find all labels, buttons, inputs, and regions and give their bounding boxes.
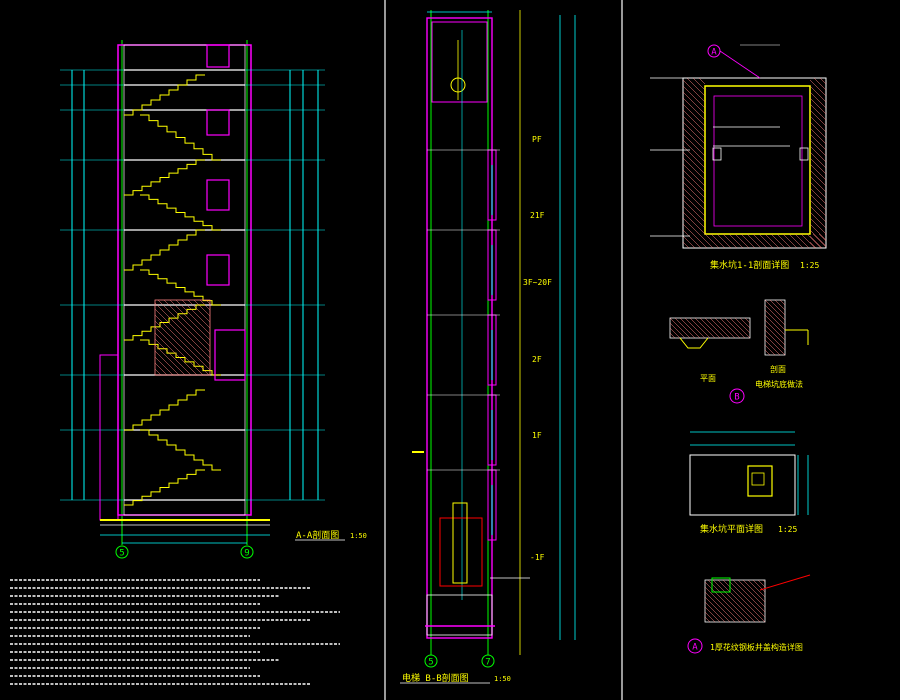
floor-label-pf: PF — [532, 135, 542, 144]
detail-b-drawing — [669, 299, 809, 404]
floor-label-21f: 21F — [530, 211, 545, 220]
pit-section-drawing — [650, 44, 827, 249]
section-aa-drawing — [60, 40, 325, 559]
detail-a-marker: A — [692, 643, 698, 653]
section-aa-axis-9: 9 — [244, 549, 249, 559]
pit-section-scale: 1:25 — [800, 261, 819, 270]
section-bb-axis-7: 7 — [485, 658, 490, 668]
detail-b-marker: B — [734, 393, 739, 403]
detail-b-left-caption: 平面 — [700, 374, 716, 383]
section-bb-axis-5: 5 — [428, 658, 433, 668]
general-notes-block — [10, 579, 340, 685]
section-bb-title: 电梯 B-B剖面图 — [402, 672, 469, 684]
pit-plan-title: 集水坑平面详图 — [700, 523, 763, 535]
pit-section-title: 集水坑1-1剖面详图 — [710, 259, 789, 271]
section-aa-scale: 1:50 — [350, 532, 367, 540]
section-bb-drawing — [412, 10, 576, 668]
floor-label-3f-20f: 3F~20F — [523, 278, 552, 287]
pit-plan-scale: 1:25 — [778, 525, 797, 534]
section-bb-scale: 1:50 — [494, 675, 511, 683]
detail-b-right-caption: 剖面 — [770, 364, 786, 374]
pit-section-marker: A — [711, 48, 717, 58]
section-aa-title: A-A剖面图 — [296, 529, 339, 541]
pit-plan-drawing — [689, 431, 809, 516]
detail-a-drawing — [687, 574, 811, 654]
detail-b-title: 电梯坑底做法 — [755, 379, 803, 389]
detail-a-title: 1厚花纹钢板井盖构造详图 — [710, 642, 803, 652]
section-aa-axis-5: 5 — [119, 549, 124, 559]
floor-label-2f: 2F — [532, 355, 542, 364]
floor-label-b1f: -1F — [530, 553, 545, 562]
floor-label-1f: 1F — [532, 431, 542, 440]
